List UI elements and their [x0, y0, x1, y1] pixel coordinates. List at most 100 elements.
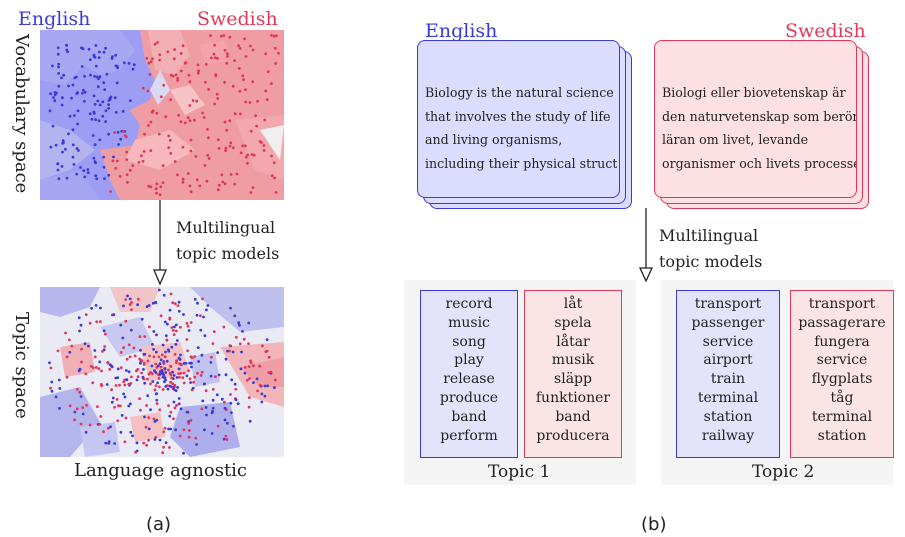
scatter-point: [249, 129, 253, 133]
scatter-point: [165, 359, 169, 363]
scatter-point: [72, 163, 76, 166]
scatter-point: [123, 134, 127, 137]
scatter-point: [48, 109, 52, 113]
scatter-point: [222, 34, 226, 37]
scatter-point: [254, 114, 257, 118]
scatter-point: [80, 347, 83, 351]
topic-scatter-points: [48, 288, 277, 455]
scatter-point: [163, 355, 167, 359]
scatter-point: [168, 138, 172, 142]
scatter-point: [193, 118, 196, 122]
scatter-point: [56, 162, 60, 166]
topic-word: passenger: [691, 314, 765, 331]
scatter-point: [249, 191, 253, 194]
scatter-point: [97, 367, 101, 370]
scatter-point: [201, 111, 205, 115]
scatter-point: [189, 419, 193, 422]
scatter-point: [252, 153, 256, 157]
scatter-point: [109, 425, 112, 429]
scatter-point: [199, 328, 203, 332]
scatter-point: [154, 301, 158, 305]
scatter-point: [179, 69, 183, 73]
scatter-point: [70, 344, 74, 348]
scatter-point: [94, 174, 98, 178]
scatter-point: [265, 349, 269, 353]
topic-word: producera: [536, 427, 610, 444]
scatter-point: [139, 348, 142, 352]
scatter-point: [149, 60, 153, 63]
scatter-point: [149, 149, 153, 152]
scatter-point: [162, 293, 166, 297]
scatter-point: [196, 301, 199, 305]
scatter-point: [194, 436, 198, 440]
arrow-label-b-line1: Multilingual: [659, 226, 759, 245]
scatter-point: [125, 150, 129, 154]
scatter-point: [70, 96, 73, 100]
scatter-point: [251, 80, 255, 84]
scatter-point: [237, 321, 241, 325]
scatter-point: [130, 301, 133, 304]
scatter-point: [264, 89, 268, 93]
scatter-point: [152, 330, 156, 333]
scatter-point: [76, 109, 80, 113]
scatter-point: [98, 103, 102, 107]
scatter-point: [237, 44, 241, 48]
scatter-point: [248, 101, 252, 104]
scatter-point: [203, 164, 207, 167]
scatter-point: [113, 405, 116, 409]
scatter-point: [224, 373, 228, 377]
scatter-point: [238, 89, 242, 93]
scatter-point: [223, 120, 227, 124]
scatter-point: [241, 74, 245, 78]
scatter-point: [182, 313, 185, 316]
scatter-point: [100, 383, 103, 386]
scatter-point: [151, 301, 155, 305]
scatter-point: [145, 56, 149, 60]
scatter-point: [172, 400, 176, 404]
scatter-point: [235, 172, 239, 176]
scatter-point: [238, 47, 242, 50]
scatter-point: [149, 408, 152, 412]
scatter-point: [199, 314, 202, 318]
scatter-point: [233, 382, 237, 386]
scatter-point: [125, 173, 129, 177]
topic-word: transport: [694, 296, 762, 312]
scatter-point: [229, 393, 232, 396]
english-document-text: Biology is the natural science that invo…: [425, 81, 617, 175]
scatter-point: [205, 308, 208, 312]
scatter-point: [125, 158, 129, 162]
scatter-point: [68, 114, 72, 118]
scatter-point: [77, 316, 81, 320]
scatter-point: [242, 78, 246, 81]
english-doc-line: Biology is the natural science: [425, 85, 614, 100]
scatter-point: [102, 165, 106, 169]
scatter-point: [136, 375, 140, 378]
swedish-label-a: Swedish: [197, 8, 278, 30]
scatter-point: [226, 421, 229, 425]
scatter-point: [98, 422, 102, 426]
scatter-point: [93, 160, 97, 164]
scatter-point: [93, 102, 97, 106]
vocabulary-space-plot: [40, 30, 284, 200]
scatter-point: [93, 75, 96, 78]
scatter-point: [102, 329, 106, 333]
scatter-point: [94, 44, 98, 47]
scatter-point: [155, 350, 158, 354]
scatter-point: [169, 98, 173, 101]
scatter-point: [265, 338, 269, 342]
scatter-point: [224, 434, 228, 438]
scatter-point: [87, 47, 91, 51]
scatter-point: [211, 409, 215, 413]
scatter-point: [247, 405, 251, 409]
scatter-point: [186, 324, 190, 328]
scatter-point: [187, 422, 191, 425]
scatter-point: [173, 302, 177, 306]
scatter-point: [94, 118, 97, 122]
scatter-point: [185, 374, 189, 378]
scatter-point: [248, 377, 251, 380]
scatter-point: [94, 64, 98, 68]
scatter-point: [83, 74, 86, 78]
topic-word: band: [555, 408, 591, 425]
scatter-point: [218, 183, 221, 187]
scatter-point: [182, 381, 186, 385]
